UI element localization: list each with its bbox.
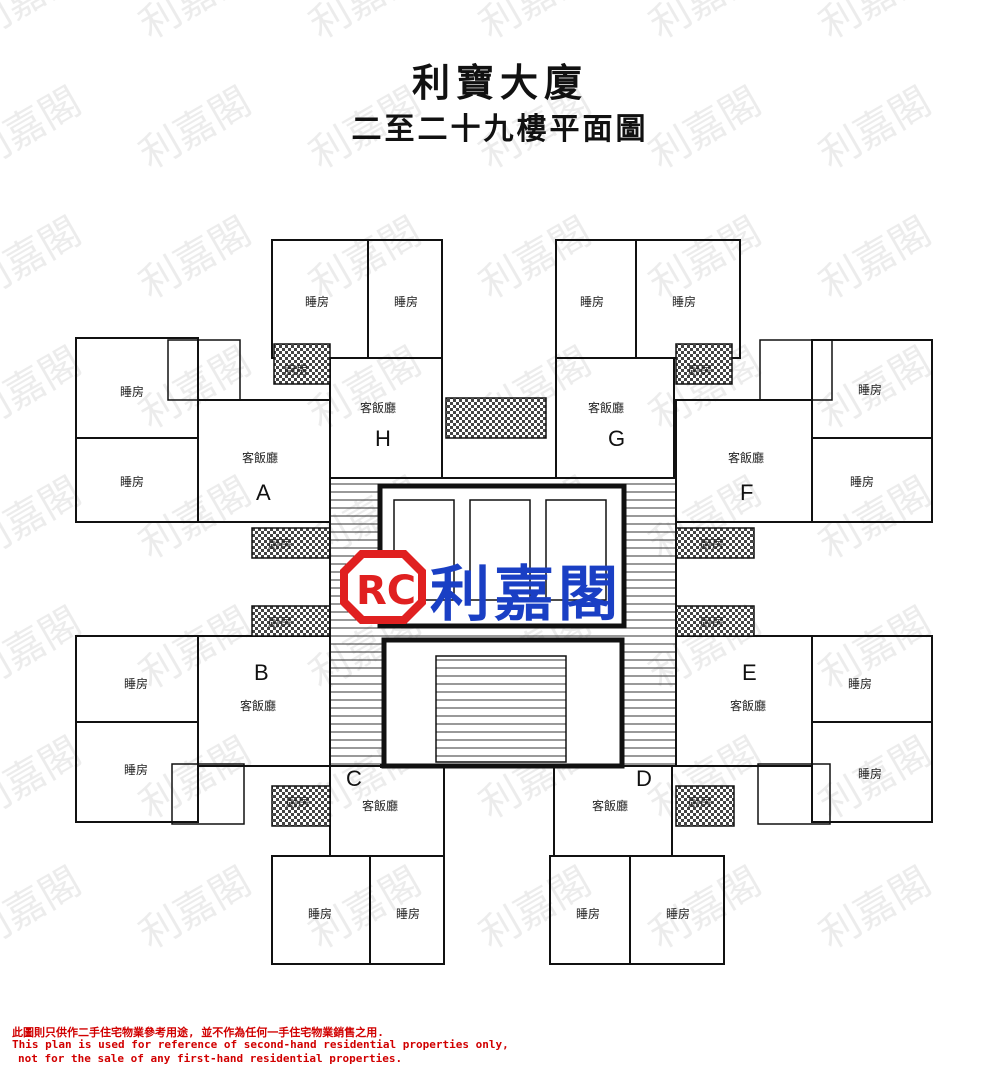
room-kitchen-f: 廚房	[700, 536, 724, 551]
room-living-c: 客飯廳	[362, 798, 398, 813]
room-living-a: 客飯廳	[242, 450, 278, 465]
disclaimer-chinese: 此圖則只供作二手住宅物業參考用途, 並不作為任何一手住宅物業銷售之用.	[12, 1026, 384, 1039]
unit-label-e: E	[742, 660, 757, 685]
unit-label-g: G	[608, 426, 625, 451]
lift-3	[545, 499, 607, 601]
room-bedroom-b1: 睡房	[124, 676, 148, 691]
room-bedroom-h2: 睡房	[394, 294, 418, 309]
room-kitchen-c: 廚房	[286, 794, 310, 809]
room-bedroom-f1: 睡房	[858, 382, 882, 397]
room-bedroom-b2: 睡房	[124, 762, 148, 777]
room-bedroom-e2: 睡房	[858, 766, 882, 781]
unit-g-living-outline	[555, 357, 675, 479]
unit-f-bedrooms-outline	[811, 339, 933, 523]
room-bedroom-d1: 睡房	[576, 906, 600, 921]
room-bedroom-g2: 睡房	[672, 294, 696, 309]
building-title: 利寶大廈	[411, 60, 588, 105]
unit-a-living-outline	[197, 399, 331, 523]
room-kitchen-h: 廚房	[284, 362, 308, 377]
unit-label-h: H	[375, 426, 391, 451]
unit-label-d: D	[636, 766, 652, 791]
room-bedroom-h1: 睡房	[305, 294, 329, 309]
kitchen-f-tiles	[675, 527, 755, 559]
brand-name: 利嘉閣	[430, 560, 622, 630]
room-bedroom-d2: 睡房	[666, 906, 690, 921]
unit-label-a: A	[256, 480, 271, 505]
svg-text:RC: RC	[356, 568, 416, 614]
room-kitchen-e: 廚房	[700, 614, 724, 629]
unit-f-living-outline	[675, 399, 813, 523]
room-bedroom-a1: 睡房	[120, 384, 144, 399]
kitchen-d-tiles	[675, 785, 735, 827]
room-living-g: 客飯廳	[588, 400, 624, 415]
room-bedroom-g1: 睡房	[580, 294, 604, 309]
room-kitchen-g: 廚房	[688, 362, 712, 377]
kitchen-g-tiles	[675, 343, 733, 385]
disclaimer-english-line2: not for the sale of any first-hand resid…	[18, 1052, 403, 1065]
unit-a-bedrooms-outline	[75, 337, 199, 523]
room-living-b: 客飯廳	[240, 698, 276, 713]
room-bedroom-c1: 睡房	[308, 906, 332, 921]
kitchen-a-tiles	[251, 527, 331, 559]
room-kitchen-d: 廚房	[688, 794, 712, 809]
kitchen-b-tiles	[251, 605, 331, 637]
unit-label-c: C	[346, 766, 362, 791]
floor-range-subtitle: 二至二十九樓平面圖	[351, 112, 649, 147]
unit-label-f: F	[740, 480, 753, 505]
room-living-h: 客飯廳	[360, 400, 396, 415]
room-bedroom-f2: 睡房	[850, 474, 874, 489]
room-living-d: 客飯廳	[592, 798, 628, 813]
room-bedroom-a2: 睡房	[120, 474, 144, 489]
room-living-e: 客飯廳	[730, 698, 766, 713]
bathrooms-gh-tiles	[445, 397, 547, 439]
unit-label-b: B	[254, 660, 269, 685]
unit-h-living-outline	[329, 357, 443, 479]
kitchen-h-tiles	[273, 343, 331, 385]
room-living-f: 客飯廳	[728, 450, 764, 465]
room-kitchen-b: 廚房	[268, 614, 292, 629]
brand-logo: RC 利嘉閣	[338, 548, 678, 630]
rc-logo-icon: RC	[340, 550, 426, 624]
kitchen-c-tiles	[271, 785, 331, 827]
disclaimer-english-line1: This plan is used for reference of secon…	[12, 1038, 509, 1051]
room-bedroom-e1: 睡房	[848, 676, 872, 691]
lift-2	[469, 499, 531, 601]
room-kitchen-a: 廚房	[268, 536, 292, 551]
room-bedroom-c2: 睡房	[396, 906, 420, 921]
unit-b-bedrooms-outline	[75, 635, 199, 823]
